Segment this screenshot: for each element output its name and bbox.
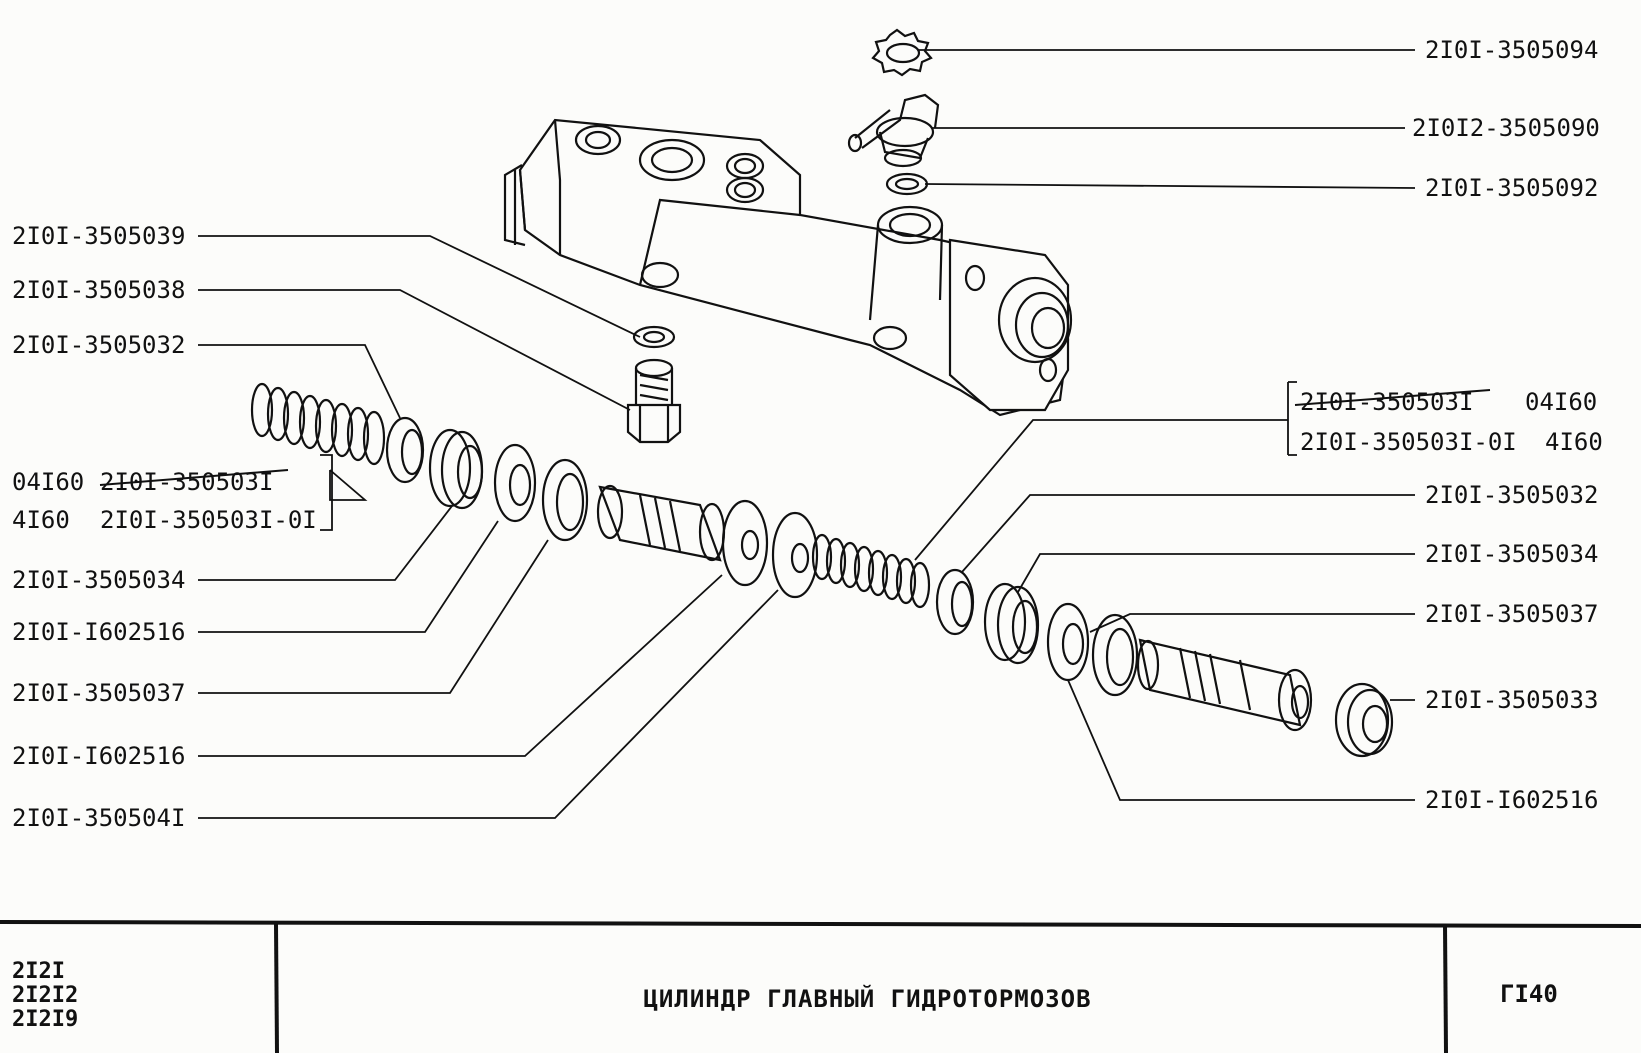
label-left-4: 2I0I-3505034 bbox=[12, 566, 185, 594]
label-left-8: 2I0I-350504I bbox=[12, 804, 185, 832]
leader-lines bbox=[198, 49, 1416, 819]
label-right-7: 2I0I-3505033 bbox=[1425, 686, 1598, 714]
ring-center-2 bbox=[771, 511, 819, 599]
label-right-1: 2I0I-3505094 bbox=[1425, 36, 1598, 64]
label-right-5: 2I0I-3505034 bbox=[1425, 540, 1598, 568]
label-left-7: 2I0I-I602516 bbox=[12, 742, 185, 770]
group-left-code-1: 04I60 bbox=[12, 468, 84, 496]
group-left-part-1: 2I0I-350503I bbox=[100, 468, 273, 496]
hose-fitting bbox=[847, 93, 940, 168]
washer-right bbox=[1046, 602, 1090, 682]
stop-bolt bbox=[626, 325, 682, 444]
label-left-1: 2I0I-3505039 bbox=[12, 222, 185, 250]
end-seal bbox=[1334, 682, 1394, 758]
label-left-3: 2I0I-3505032 bbox=[12, 331, 185, 359]
title-block bbox=[0, 920, 1641, 1053]
spring-cup-right bbox=[935, 568, 975, 636]
cylinder-body bbox=[503, 118, 1073, 417]
rear-piston bbox=[596, 484, 726, 562]
label-left-5: 2I0I-I602516 bbox=[12, 618, 185, 646]
group-left-code-2: 4I60 bbox=[12, 506, 70, 534]
drawing-title: ЦИЛИНДР ГЛАВНЫЙ ГИДРОТОРМОЗОВ bbox=[643, 985, 1092, 1013]
label-right-6: 2I0I-3505037 bbox=[1425, 600, 1598, 628]
label-right-3: 2I0I-3505092 bbox=[1425, 174, 1598, 202]
sheet-number: ГI40 bbox=[1500, 980, 1558, 1008]
group-right-code-1: 04I60 bbox=[1525, 388, 1597, 416]
front-spring bbox=[811, 533, 931, 609]
seal-right-1 bbox=[983, 582, 1040, 665]
group-left-part-2: 2I0I-350503I-0I bbox=[100, 506, 317, 534]
label-left-2: 2I0I-3505038 bbox=[12, 276, 185, 304]
group-right-code-2: 4I60 bbox=[1545, 428, 1603, 456]
model-item: 2I2I9 bbox=[12, 1007, 79, 1032]
model-item: 2I2I2 bbox=[12, 983, 79, 1008]
label-right-8: 2I0I-I602516 bbox=[1425, 786, 1598, 814]
model-list: 2I2I 2I2I2 2I2I9 bbox=[12, 960, 78, 1032]
model-item: 2I2I bbox=[12, 959, 65, 984]
washer-left bbox=[493, 443, 537, 523]
group-right-part-1: 2I0I-350503I bbox=[1300, 388, 1473, 416]
fitting-seal bbox=[885, 172, 929, 196]
seal-left-1 bbox=[428, 428, 484, 510]
ring-center-1 bbox=[721, 499, 769, 587]
star-washer bbox=[871, 28, 933, 77]
group-right-part-2: 2I0I-350503I-0I bbox=[1300, 428, 1517, 456]
seal-right-2 bbox=[1091, 613, 1139, 697]
label-left-6: 2I0I-3505037 bbox=[12, 679, 185, 707]
label-right-2: 2I0I2-3505090 bbox=[1412, 114, 1600, 142]
seal-left-2 bbox=[541, 458, 589, 542]
spring-cup-left bbox=[385, 416, 425, 484]
rear-spring bbox=[250, 382, 386, 466]
label-right-4: 2I0I-3505032 bbox=[1425, 481, 1598, 509]
front-piston bbox=[1136, 638, 1313, 732]
